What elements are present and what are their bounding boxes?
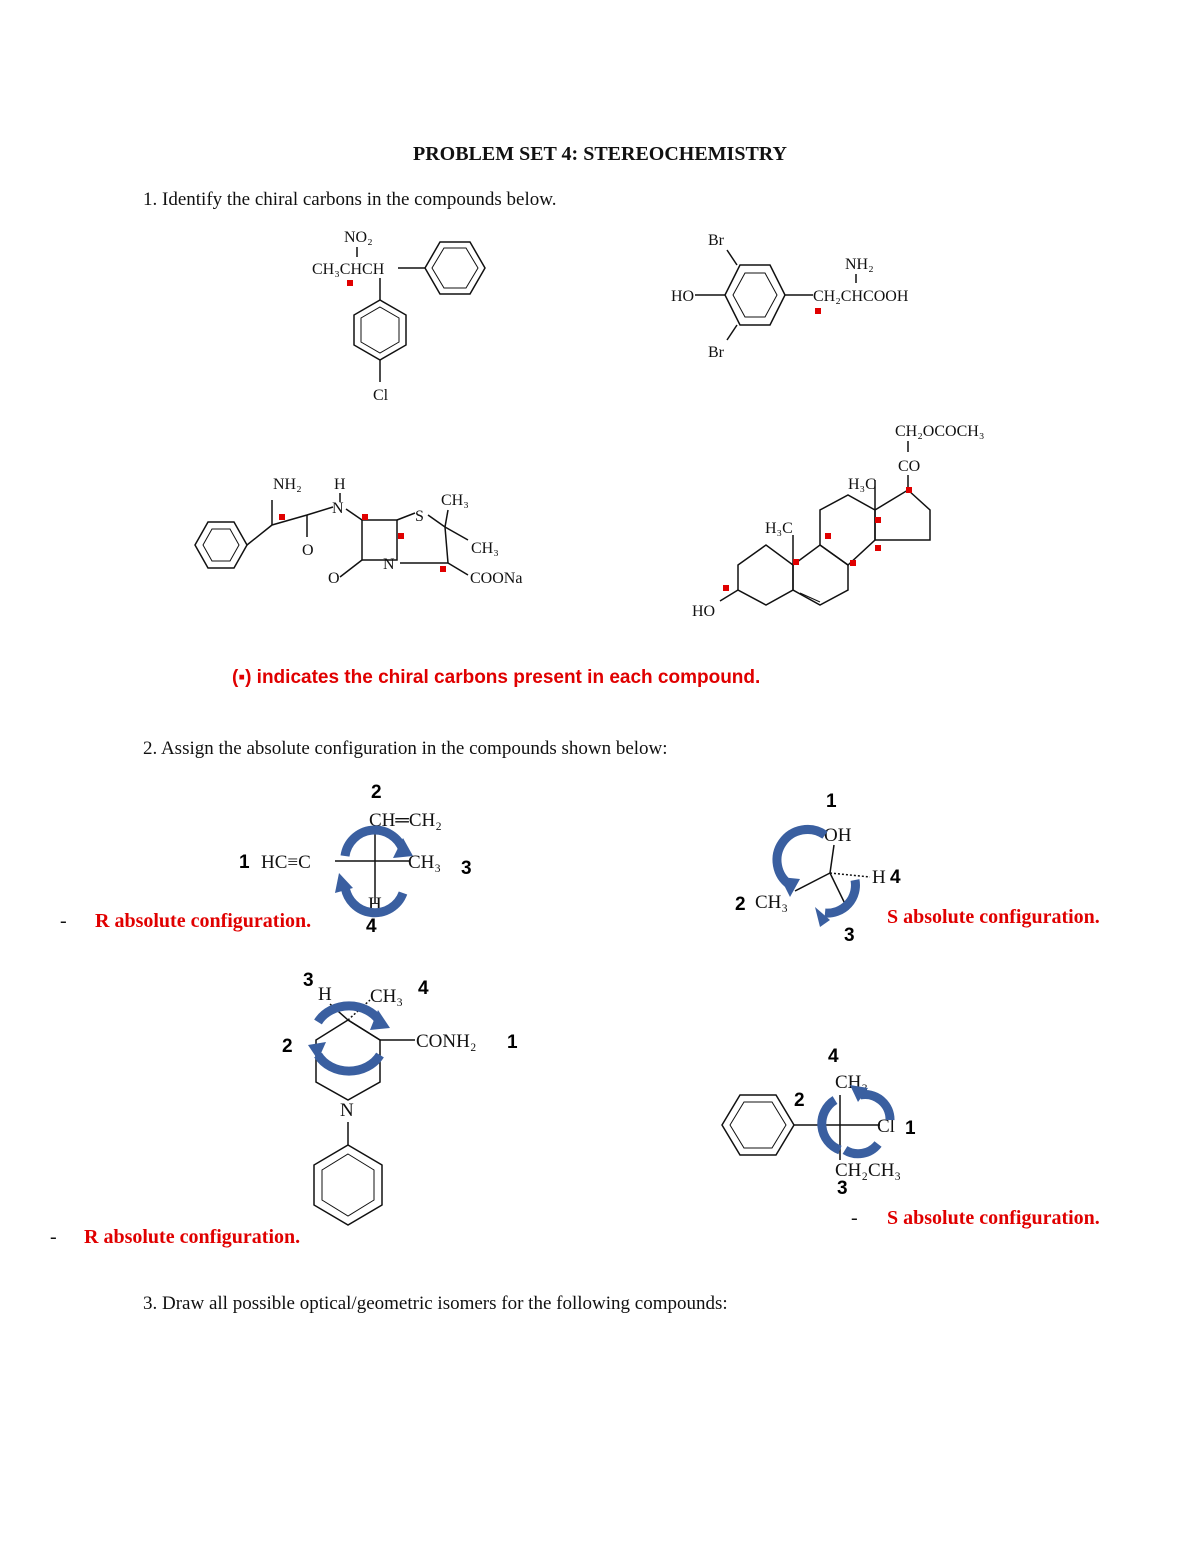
svg-text:Cl: Cl bbox=[877, 1116, 895, 1137]
answer-2d-dash: - bbox=[851, 1207, 858, 1229]
svg-text:2: 2 bbox=[371, 782, 382, 803]
question-1-prompt: 1. Identify the chiral carbons in the co… bbox=[143, 189, 557, 210]
svg-text:HO: HO bbox=[692, 603, 715, 620]
svg-text:COONa: COONa bbox=[470, 570, 522, 587]
answer-2c: R absolute configuration. bbox=[84, 1226, 301, 1248]
svg-text:CH₃CHCH: CH₃CHCH bbox=[312, 261, 385, 278]
svg-text:Br: Br bbox=[708, 344, 725, 361]
svg-text:HO: HO bbox=[671, 288, 694, 305]
answer-2b: S absolute configuration. bbox=[887, 906, 1100, 928]
molecule-2b: 1 OH H 4 2 CH₃ 3 bbox=[735, 791, 901, 945]
svg-text:N: N bbox=[340, 1100, 354, 1121]
svg-text:3: 3 bbox=[461, 858, 472, 879]
question-3-prompt: 3. Draw all possible optical/geometric i… bbox=[143, 1293, 728, 1314]
svg-text:NO₂: NO₂ bbox=[344, 229, 373, 246]
svg-text:CONH₂: CONH₂ bbox=[416, 1031, 476, 1052]
chiral-marker bbox=[398, 533, 404, 539]
svg-text:4: 4 bbox=[366, 916, 377, 937]
svg-text:S: S bbox=[415, 508, 424, 525]
answer-2a-dash: - bbox=[60, 910, 67, 932]
svg-text:4: 4 bbox=[418, 978, 429, 999]
answer-2d: S absolute configuration. bbox=[887, 1207, 1100, 1229]
svg-text:Cl: Cl bbox=[373, 387, 389, 404]
svg-text:N: N bbox=[332, 500, 344, 517]
svg-text:3: 3 bbox=[837, 1178, 848, 1199]
svg-text:4: 4 bbox=[828, 1046, 839, 1067]
svg-text:Br: Br bbox=[708, 232, 725, 249]
svg-text:H: H bbox=[872, 867, 886, 888]
svg-text:CH₂CHCOOH: CH₂CHCOOH bbox=[813, 288, 909, 305]
svg-text:CH₃: CH₃ bbox=[441, 492, 469, 509]
svg-text:O: O bbox=[328, 570, 340, 587]
svg-text:1: 1 bbox=[905, 1118, 916, 1139]
chiral-marker bbox=[825, 533, 831, 539]
svg-text:1: 1 bbox=[507, 1032, 518, 1053]
svg-text:3: 3 bbox=[303, 970, 314, 991]
svg-text:O: O bbox=[302, 542, 314, 559]
molecule-1b: Br HO Br NH₂ CH₂CHCOOH bbox=[671, 232, 909, 361]
svg-text:OH: OH bbox=[824, 825, 852, 846]
svg-text:2: 2 bbox=[282, 1036, 293, 1057]
svg-text:H: H bbox=[318, 984, 332, 1005]
svg-text:1: 1 bbox=[239, 852, 250, 873]
molecule-1c: NH₂ O H N O S CH₃ CH₃ N COONa bbox=[194, 476, 522, 587]
svg-text:H₃C: H₃C bbox=[765, 520, 793, 537]
molecule-1a: NO₂ CH₃CHCH Cl bbox=[312, 229, 486, 404]
page-title: PROBLEM SET 4: STEREOCHEMISTRY bbox=[412, 143, 787, 165]
chiral-marker bbox=[875, 517, 881, 523]
svg-text:CH═CH₂: CH═CH₂ bbox=[369, 810, 442, 831]
molecule-2c: 3 H CH₃ 4 CONH₂ 1 2 N bbox=[282, 970, 518, 1226]
chiral-note: (▪) indicates the chiral carbons present… bbox=[232, 667, 761, 688]
question-2-prompt: 2. Assign the absolute configuration in … bbox=[143, 738, 668, 759]
answer-2c-dash: - bbox=[50, 1226, 57, 1248]
chiral-marker bbox=[723, 585, 729, 591]
molecule-2a: 2 CH═CH₂ 1 HC≡C CH₃ 3 H 4 bbox=[239, 782, 472, 937]
svg-text:NH₂: NH₂ bbox=[273, 476, 302, 493]
chiral-marker bbox=[362, 514, 368, 520]
chiral-marker bbox=[906, 487, 912, 493]
svg-text:CH₃: CH₃ bbox=[471, 540, 499, 557]
svg-text:2: 2 bbox=[735, 894, 746, 915]
svg-text:1: 1 bbox=[826, 791, 837, 812]
chiral-marker bbox=[815, 308, 821, 314]
svg-text:CO: CO bbox=[898, 458, 920, 475]
chiral-marker bbox=[279, 514, 285, 520]
chiral-marker bbox=[440, 566, 446, 572]
answer-2a: R absolute configuration. bbox=[95, 910, 312, 932]
svg-text:NH₂: NH₂ bbox=[845, 256, 874, 273]
svg-text:N: N bbox=[383, 556, 395, 573]
svg-text:H₃C: H₃C bbox=[848, 476, 876, 493]
svg-text:CH₃: CH₃ bbox=[408, 852, 441, 873]
svg-text:H: H bbox=[334, 476, 346, 493]
molecule-2d: 4 CH₃ 2 Cl 1 CH₂CH₃ 3 bbox=[721, 1046, 916, 1199]
svg-text:CH₃: CH₃ bbox=[370, 986, 403, 1007]
svg-text:4: 4 bbox=[890, 867, 901, 888]
molecule-1d: CH₂OCOCH₃ CO H₃C H₃C HO bbox=[692, 423, 984, 620]
svg-text:2: 2 bbox=[794, 1090, 805, 1111]
chiral-marker bbox=[875, 545, 881, 551]
svg-text:CH₂OCOCH₃: CH₂OCOCH₃ bbox=[895, 423, 984, 440]
svg-text:3: 3 bbox=[844, 925, 855, 945]
chiral-marker bbox=[850, 560, 856, 566]
chiral-marker bbox=[793, 559, 799, 565]
chiral-marker bbox=[347, 280, 353, 286]
svg-text:CH₂CH₃: CH₂CH₃ bbox=[835, 1160, 901, 1181]
svg-text:CH₃: CH₃ bbox=[755, 892, 788, 913]
svg-text:HC≡C: HC≡C bbox=[261, 852, 311, 873]
